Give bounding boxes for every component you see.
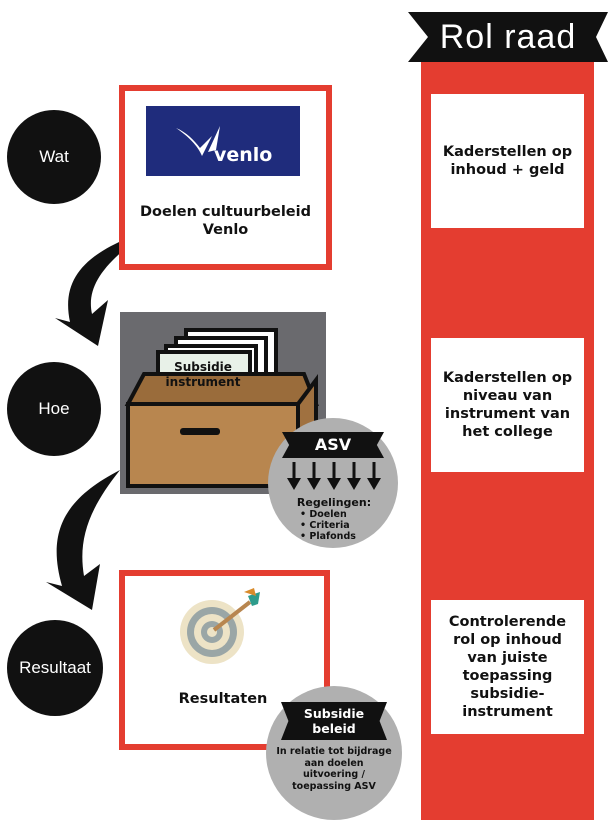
rol-card-text: Controlerende rol op inhoud van juiste t… bbox=[448, 614, 567, 720]
asv-item: • Criteria bbox=[300, 520, 350, 531]
subsidie-instrument-card-label: Subsidie instrument bbox=[165, 360, 241, 389]
rol-card-resultaat: Controlerende rol op inhoud van juiste t… bbox=[431, 600, 584, 734]
asv-item: • Plafonds bbox=[300, 531, 356, 542]
down-arrows-icon bbox=[287, 462, 381, 490]
step-circle-hoe: Hoe bbox=[7, 362, 101, 456]
venlo-logo: venlo bbox=[146, 106, 300, 176]
rol-raad-banner bbox=[408, 12, 608, 62]
venlo-logo-text: venlo bbox=[214, 144, 273, 166]
subsidie-beleid-text: In relatie tot bijdrage aan doelen uitvo… bbox=[276, 746, 392, 792]
arrow-hoe-to-resultaat-icon bbox=[46, 470, 120, 610]
step-label: Wat bbox=[39, 147, 69, 166]
asv-title: ASV bbox=[314, 435, 352, 454]
rol-card-text: Kaderstellen op inhoud + geld bbox=[442, 144, 573, 178]
rol-card-hoe: Kaderstellen op niveau van instrument va… bbox=[431, 338, 584, 472]
rol-card-text: Kaderstellen op niveau van instrument va… bbox=[442, 370, 573, 440]
step-circle-resultaat: Resultaat bbox=[7, 620, 103, 716]
asv-item: • Doelen bbox=[300, 509, 347, 520]
subsidie-beleid-tag: Subsidie beleid bbox=[281, 702, 387, 740]
asv-heading: Regelingen: bbox=[296, 496, 372, 509]
rol-raad-title: Rol raad bbox=[439, 18, 577, 56]
asv-tag: ASV bbox=[282, 432, 384, 458]
asv-items: • Doelen • Criteria • Plafonds bbox=[300, 509, 370, 542]
step-label: Hoe bbox=[38, 399, 70, 418]
arrow-wat-to-hoe-icon bbox=[55, 230, 150, 346]
step-label: Resultaat bbox=[19, 658, 91, 677]
resultaten-caption: Resultaten bbox=[178, 691, 268, 707]
doelen-caption: Doelen cultuurbeleid Venlo bbox=[140, 204, 311, 238]
rol-card-wat: Kaderstellen op inhoud + geld bbox=[431, 94, 584, 228]
subsidie-beleid-title: Subsidie beleid bbox=[303, 706, 365, 736]
step-circle-wat: Wat bbox=[7, 110, 101, 204]
target-icon bbox=[180, 588, 260, 664]
